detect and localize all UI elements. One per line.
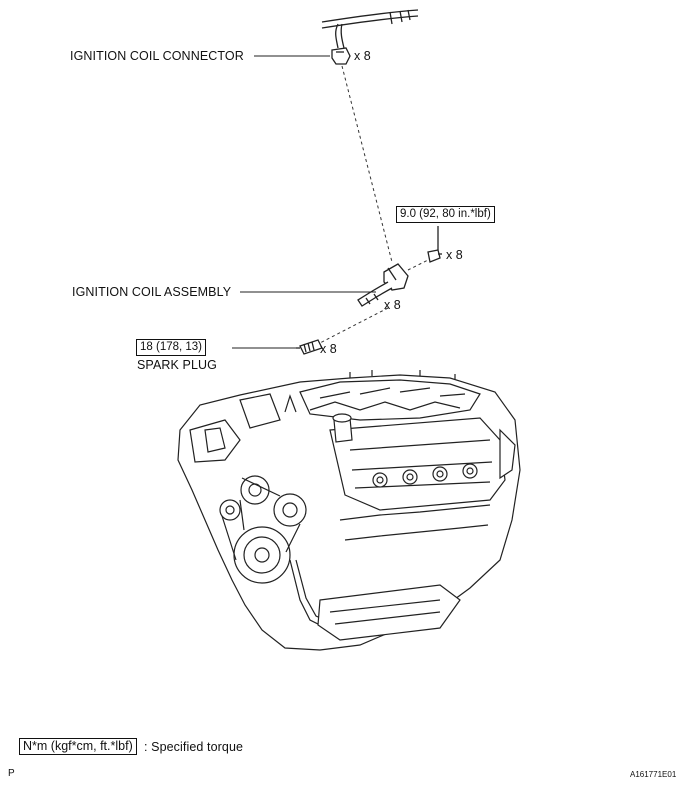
figure-id: A161771E01 [630,770,677,779]
spark-plug-part [296,339,323,355]
coil-connector-part [331,47,351,65]
ignition-coil-assembly-label: IGNITION COIL ASSEMBLY [72,285,232,299]
coil-quantity: x 8 [384,298,401,312]
ignition-coil-connector-label: IGNITION COIL CONNECTOR [70,49,244,63]
spark-plug-label: SPARK PLUG [137,358,217,372]
bolt-torque-box: 9.0 (92, 80 in.*lbf) [396,206,495,223]
assembly-axis [317,65,433,345]
page-mark: P [8,768,15,779]
torque-unit-legend-box: N*m (kgf*cm, ft.*lbf) [19,738,137,755]
bolt-quantity: x 8 [446,248,463,262]
wire-harness [321,9,419,49]
connector-quantity: x 8 [354,49,371,63]
engine-drawing [177,370,521,651]
plug-quantity: x 8 [320,342,337,356]
bolt-part [427,226,442,263]
coil-assembly-part [357,263,409,307]
spark-plug-torque-box: 18 (178, 13) [136,339,207,356]
torque-legend-text: : Specified torque [144,740,244,754]
